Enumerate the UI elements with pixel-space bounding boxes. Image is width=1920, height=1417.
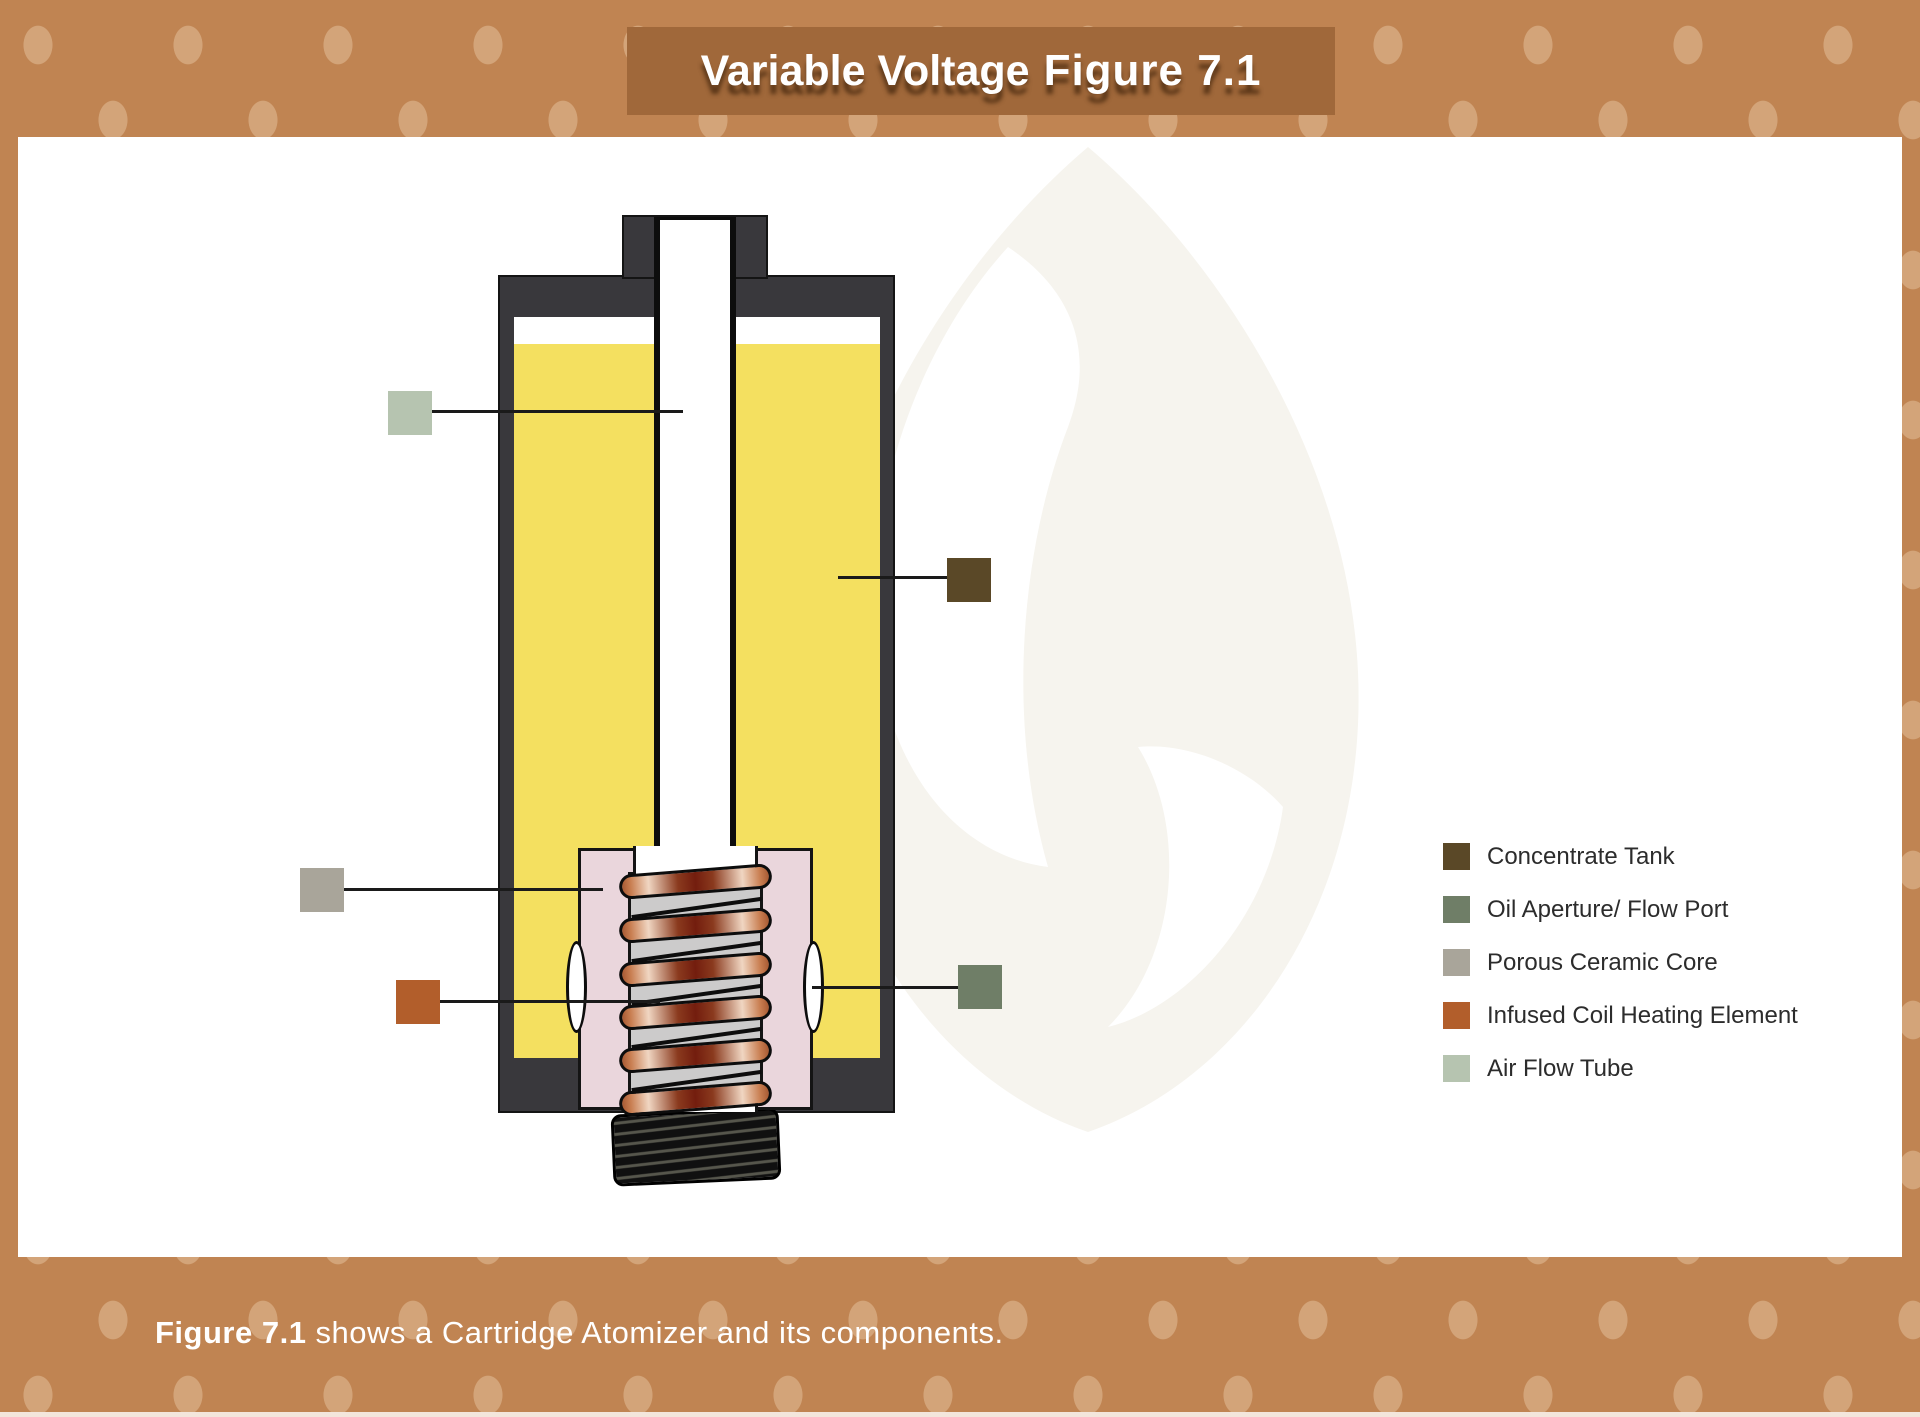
title-banner: Variable Voltage Figure 7.1 — [627, 27, 1335, 115]
legend-label: Porous Ceramic Core — [1487, 948, 1718, 976]
oil-aperture-swatch — [1443, 896, 1470, 923]
figure-caption-number: Figure 7.1 — [155, 1315, 307, 1350]
infused-coil-callout-square — [396, 980, 440, 1024]
figure-caption-text: shows a Cartridge Atomizer and its compo… — [306, 1315, 1004, 1350]
infused-coil-leader-line — [440, 1000, 660, 1003]
legend: Concentrate Tank Oil Aperture/ Flow Port… — [1443, 843, 1798, 1108]
logo-watermark-icon — [817, 147, 1359, 1132]
porous-ceramic-swatch — [1443, 949, 1470, 976]
infused-coil-swatch — [1443, 1002, 1470, 1029]
legend-item-concentrate-tank: Concentrate Tank — [1443, 843, 1798, 870]
legend-label: Air Flow Tube — [1487, 1054, 1634, 1082]
figure-caption: Figure 7.1 shows a Cartridge Atomizer an… — [155, 1315, 1004, 1351]
content-card: Concentrate Tank Oil Aperture/ Flow Port… — [18, 137, 1902, 1257]
air-flow-tube-leader-line — [432, 410, 683, 413]
legend-item-porous-ceramic: Porous Ceramic Core — [1443, 949, 1798, 976]
bottom-edge-line — [0, 1412, 1920, 1417]
oil-aperture-callout-square — [958, 965, 1002, 1009]
threaded-connector — [610, 1107, 782, 1187]
concentrate-tank-swatch — [1443, 843, 1470, 870]
legend-item-oil-aperture: Oil Aperture/ Flow Port — [1443, 896, 1798, 923]
air-flow-tube-callout-square — [388, 391, 432, 435]
porous-ceramic-core-callout-square — [300, 868, 344, 912]
legend-label: Concentrate Tank — [1487, 842, 1675, 870]
porous-ceramic-leader-line — [344, 888, 603, 891]
legend-item-infused-coil: Infused Coil Heating Element — [1443, 1002, 1798, 1029]
concentrate-tank-leader-line — [838, 576, 947, 579]
legend-label: Infused Coil Heating Element — [1487, 1001, 1798, 1029]
title-part-2: Figure 7.1 — [1043, 46, 1262, 95]
air-flow-tube-shape — [654, 217, 736, 850]
air-flow-tube-swatch — [1443, 1055, 1470, 1082]
oil-aperture-left — [566, 941, 587, 1033]
concentrate-tank-callout-square — [947, 558, 991, 602]
legend-item-air-flow-tube: Air Flow Tube — [1443, 1055, 1798, 1082]
title-part-1: Variable Voltage — [700, 46, 1030, 95]
oil-aperture-leader-line — [812, 986, 958, 989]
legend-label: Oil Aperture/ Flow Port — [1487, 895, 1729, 923]
